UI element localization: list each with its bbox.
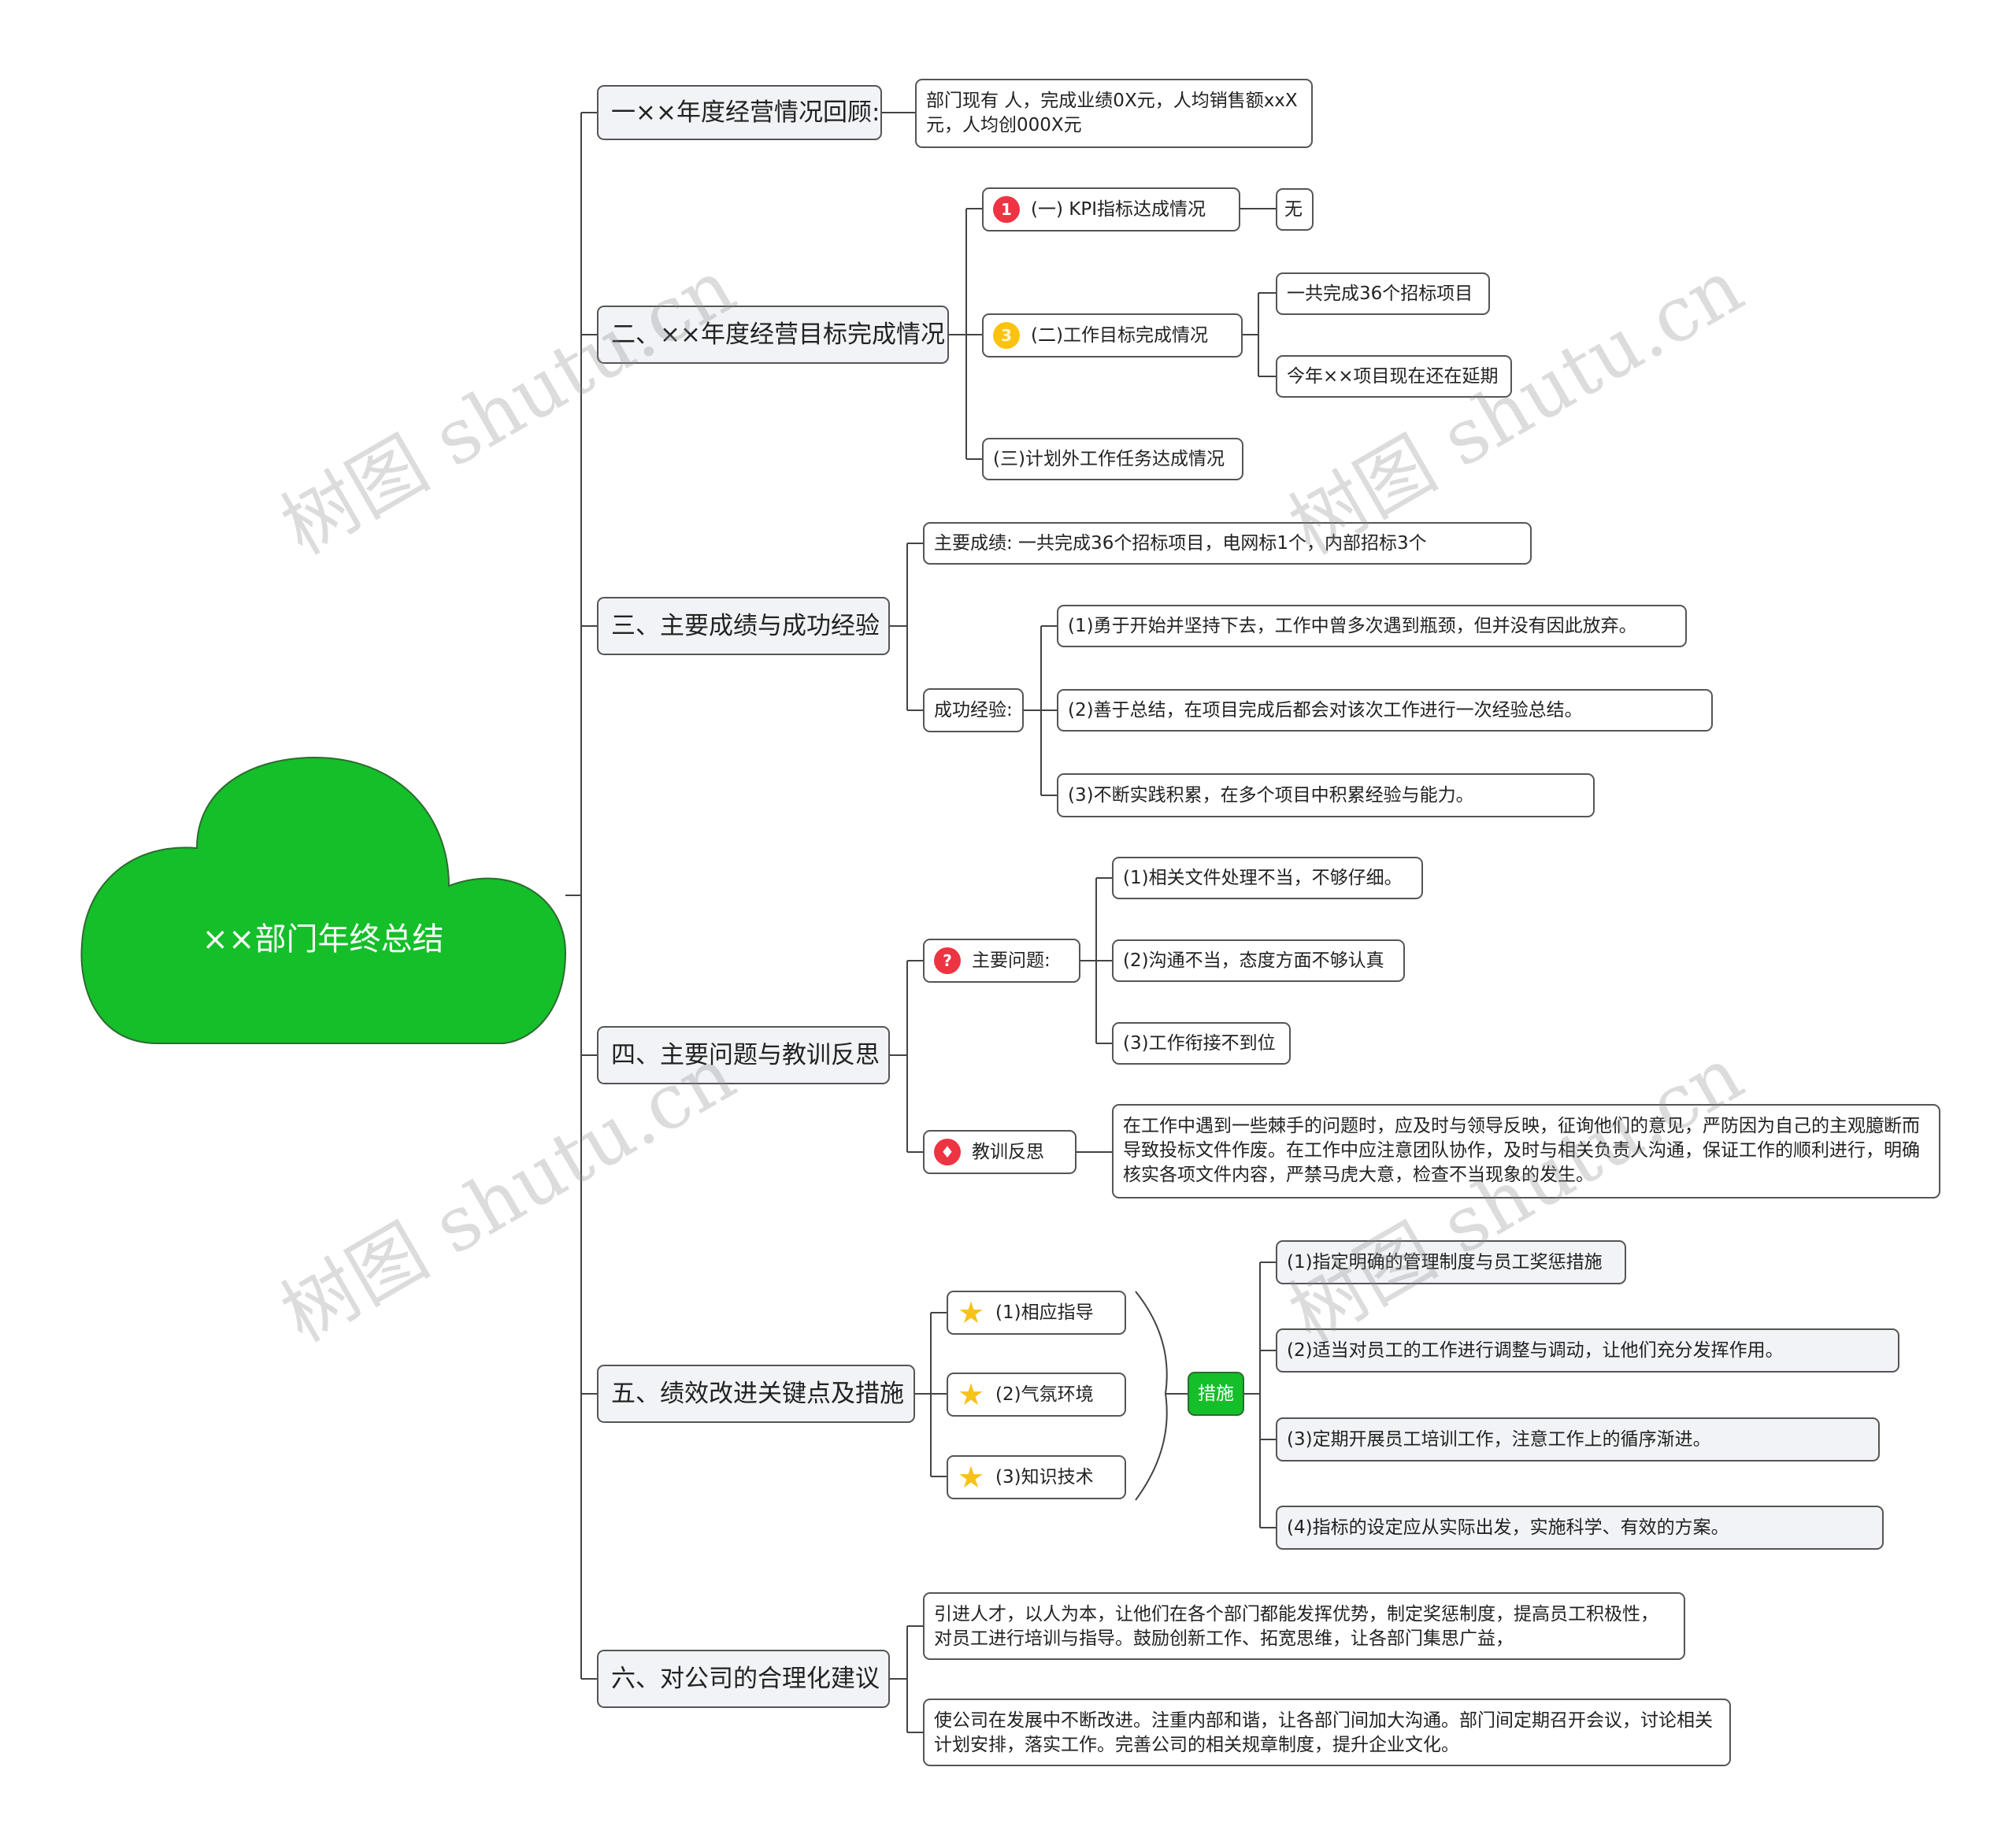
question-icon: ? xyxy=(934,947,961,974)
problem-item-2[interactable]: (2)沟通不当，态度方面不够认真 xyxy=(1112,939,1405,982)
root-topic[interactable]: ××部门年终总结 xyxy=(202,921,444,958)
kpi-label: (一) KPI指标达成情况 xyxy=(1031,198,1206,220)
business-review-detail[interactable]: 部门现有 人，完成业绩0X元，人均销售额xxX元，人均创000X元 xyxy=(915,79,1313,148)
main-problems-node[interactable]: ? 主要问题: xyxy=(923,939,1080,983)
measure-item-1[interactable]: (1)指定明确的管理制度与员工奖惩措施 xyxy=(1276,1240,1626,1284)
main-problems-label: 主要问题: xyxy=(972,950,1051,971)
experience-item-2[interactable]: (2)善于总结，在项目完成后都会对该次工作进行一次经验总结。 xyxy=(1057,689,1713,732)
star-icon: ★ xyxy=(957,1376,985,1412)
branch-suggestions[interactable]: 六、对公司的合理化建议 xyxy=(597,1650,890,1708)
work-goal-node[interactable]: 3 (二)工作目标完成情况 xyxy=(982,313,1243,358)
branch-goal-completion[interactable]: 二、××年度经营目标完成情况 xyxy=(597,306,949,364)
work-goal-label: (二)工作目标完成情况 xyxy=(1031,324,1208,346)
measure-item-3[interactable]: (3)定期开展员工培训工作，注意工作上的循序渐进。 xyxy=(1276,1417,1880,1462)
experience-item-3[interactable]: (3)不断实践积累，在多个项目中积累经验与能力。 xyxy=(1057,773,1595,817)
problem-item-1[interactable]: (1)相关文件处理不当，不够仔细。 xyxy=(1112,857,1423,899)
branch-improvement[interactable]: 五、绩效改进关键点及措施 xyxy=(597,1365,915,1423)
main-achievement[interactable]: 主要成绩: 一共完成36个招标项目，电网标1个，内部招标3个 xyxy=(923,522,1532,565)
atmosphere-label: (2)气氛环境 xyxy=(995,1384,1094,1405)
kpi-node[interactable]: 1 (一) KPI指标达成情况 xyxy=(982,187,1240,232)
lessons-node[interactable]: ♦ 教训反思 xyxy=(923,1130,1077,1174)
measures-node[interactable]: 措施 xyxy=(1188,1372,1244,1416)
suggestion-item-1[interactable]: 引进人才，以人为本，让他们在各个部门都能发挥优势，制定奖惩制度，提高员工积极性，… xyxy=(923,1592,1685,1660)
branch-problems[interactable]: 四、主要问题与教训反思 xyxy=(597,1026,890,1084)
kpi-result[interactable]: 无 xyxy=(1276,188,1314,231)
summary-brace xyxy=(1135,1291,1168,1501)
star-icon: ★ xyxy=(957,1459,985,1495)
priority-3-icon: 3 xyxy=(993,322,1020,349)
priority-1-icon: 1 xyxy=(993,196,1020,223)
branch-achievements[interactable]: 三、主要成绩与成功经验 xyxy=(597,597,890,655)
atmosphere-node[interactable]: ★ (2)气氛环境 xyxy=(947,1373,1126,1417)
suggestion-item-2[interactable]: 使公司在发展中不断改进。注重内部和谐，让各部门间加大沟通。部门间定期召开会议，讨… xyxy=(923,1699,1731,1766)
lessons-detail[interactable]: 在工作中遇到一些棘手的问题时，应及时与领导反映，征询他们的意见，严防因为自己的主… xyxy=(1112,1104,1940,1199)
work-goal-item-2[interactable]: 今年××项目现在还在延期 xyxy=(1276,355,1512,398)
knowledge-node[interactable]: ★ (3)知识技术 xyxy=(947,1455,1126,1499)
knowledge-label: (3)知识技术 xyxy=(995,1466,1094,1487)
lessons-label: 教训反思 xyxy=(972,1141,1044,1162)
measure-item-2[interactable]: (2)适当对员工的工作进行调整与调动，让他们充分发挥作用。 xyxy=(1276,1328,1899,1373)
measure-item-4[interactable]: (4)指标的设定应从实际出发，实施科学、有效的方案。 xyxy=(1276,1506,1884,1550)
unplanned-tasks-node[interactable]: (三)计划外工作任务达成情况 xyxy=(982,438,1243,480)
success-experience-node[interactable]: 成功经验: xyxy=(923,688,1024,732)
bell-icon: ♦ xyxy=(934,1139,961,1165)
guidance-node[interactable]: ★ (1)相应指导 xyxy=(947,1291,1126,1335)
work-goal-item-1[interactable]: 一共完成36个招标项目 xyxy=(1276,272,1490,315)
branch-business-review[interactable]: 一××年度经营情况回顾: xyxy=(597,85,882,140)
star-icon: ★ xyxy=(957,1295,985,1330)
problem-item-3[interactable]: (3)工作衔接不到位 xyxy=(1112,1022,1291,1065)
experience-item-1[interactable]: (1)勇于开始并坚持下去，工作中曾多次遇到瓶颈，但并没有因此放弃。 xyxy=(1057,605,1687,647)
root-cloud-shape xyxy=(80,756,567,1044)
guidance-label: (1)相应指导 xyxy=(995,1302,1094,1323)
